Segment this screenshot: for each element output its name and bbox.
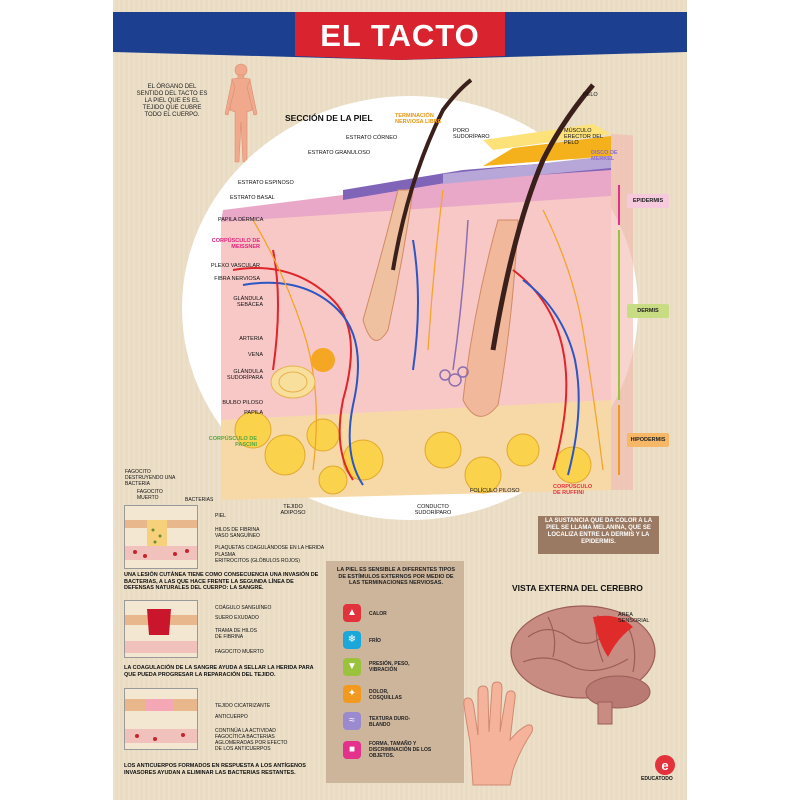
stimuli-intro: LA PIEL ES SENSIBLE A DIFERENTES TIPOS D…	[336, 567, 456, 586]
label-papila: PAPILA	[244, 410, 263, 416]
label-trama: TRAMA DE HILOS DE FIBRINA	[215, 628, 257, 640]
label-anticuerpo: ANTICUERPO	[215, 714, 248, 720]
snowflake-icon: ❄	[343, 631, 361, 649]
section-title: SECCIÓN DE LA PIEL	[285, 113, 373, 123]
label-plasma: PLASMA	[215, 552, 236, 558]
label-tejido-adiposo: TEJIDO ADIPOSO	[280, 504, 306, 516]
wound-text-3: LOS ANTICUERPOS FORMADOS EN RESPUESTA A …	[124, 763, 306, 776]
shapes-icon: ■	[343, 741, 361, 759]
label-disco: DISCO DE MERKEL	[591, 150, 618, 162]
label-estrato-corneo: ESTRATO CÓRNEO	[346, 135, 398, 141]
layer-hipodermis: HIPODERMIS	[627, 433, 669, 447]
label-coagulo: COÁGULO SANGUÍNEO	[215, 605, 272, 611]
label-estrato-espinoso: ESTRATO ESPINOSO	[238, 180, 294, 186]
poster: EL TACTO EL ÓRGANO DEL SENTIDO DEL TACTO…	[113, 0, 687, 800]
label-pelo: PELO	[583, 92, 598, 98]
label-fagocito-muerto-2: FAGOCITO MUERTO	[215, 649, 264, 655]
label-meissner: CORPÚSCULO DE MEISSNER	[211, 238, 260, 250]
wound-text-1: UNA LESIÓN CUTÁNEA TIENE COMO CONSECUENC…	[124, 572, 319, 591]
label-glandula-sebacea: GLÁNDULA SEBÁCEA	[233, 296, 263, 308]
label-terminacion: TERMINACIÓN NERVIOSA LIBRE	[395, 113, 442, 125]
title-banner	[113, 12, 687, 60]
wound-step-1	[124, 505, 198, 569]
wave-icon: ≈	[343, 712, 361, 730]
label-plaquetas: PLAQUETAS COAGULÁNDOSE EN LA HERIDA	[215, 545, 325, 551]
layer-dermis: DERMIS	[627, 304, 669, 318]
stimulus-frio: FRÍO	[369, 638, 381, 644]
label-fibra: FIBRA NERVIOSA	[214, 276, 260, 282]
label-suero: SUERO EXUDADO	[215, 615, 259, 621]
brand-logo: e	[655, 755, 675, 775]
layer-epidermis: EPIDERMIS	[627, 194, 669, 208]
stimulus-presion: PRESIÓN, PESO, VIBRACIÓN	[369, 661, 410, 673]
label-bacterias: BACTERIAS	[185, 497, 214, 503]
label-arteria: ARTERIA	[239, 336, 263, 342]
label-vaso: VASO SANGUÍNEO	[215, 533, 260, 539]
label-poro: PORO SUDORÍPARO	[453, 128, 490, 140]
flame-icon: ▲	[343, 604, 361, 622]
label-plexo: PLEXO VASCULAR	[210, 263, 260, 269]
label-glandula-sudoripara: GLÁNDULA SUDORÍPARA	[227, 369, 263, 381]
hand-illustration	[463, 681, 533, 786]
label-musculo: MÚSCULO ERECTOR DEL PELO	[564, 128, 603, 146]
label-papila-dermica: PAPILA DÉRMICA	[218, 217, 264, 223]
pressure-icon: ▼	[343, 658, 361, 676]
label-fagocito: FAGOCITO DESTRUYENDO UNA BACTERIA	[125, 469, 176, 487]
stimulus-dolor: DOLOR, COSQUILLAS	[369, 689, 402, 701]
feather-icon: ✦	[343, 685, 361, 703]
label-pascini: CORPÚSCULO DE PASCINI	[208, 436, 257, 448]
label-eritrocitos: ERITROCITOS (GLÓBULOS ROJOS)	[215, 558, 300, 564]
brand-name: EDUCATODO	[641, 776, 673, 782]
intro-text: EL ÓRGANO DEL SENTIDO DEL TACTO ES LA PI…	[136, 84, 208, 118]
label-conducto: CONDUCTO SUDORÍPARO	[414, 504, 452, 516]
page-title: EL TACTO	[320, 18, 480, 53]
brain-title: VISTA EXTERNA DEL CEREBRO	[512, 583, 643, 593]
label-ruffini: CORPÚSCULO DE RUFFINI	[553, 484, 593, 496]
wound-step-3	[124, 688, 198, 750]
wound-text-2: LA COAGULACIÓN DE LA SANGRE AYUDA A SELL…	[124, 665, 314, 678]
label-bulbo: BULBO PILOSO	[222, 400, 263, 406]
wound-step-2	[124, 600, 198, 658]
skin-section-diagram	[221, 78, 633, 500]
stimulus-forma: FORMA, TAMAÑO Y DISCRIMINACIÓN DE LOS OB…	[369, 741, 432, 759]
human-body-illustration	[224, 63, 258, 163]
svg-text:e: e	[661, 758, 668, 773]
layer-brackets	[618, 185, 620, 475]
stimulus-textura: TEXTURA DURO-BLANDO	[369, 716, 411, 728]
label-tejido-cicatrizante: TEJIDO CICATRIZANTE	[215, 703, 271, 709]
label-estrato-basal: ESTRATO BASAL	[230, 195, 275, 201]
label-fagocito-muerto: FAGOCITO MUERTO	[137, 489, 163, 501]
stimuli-panel: LA PIEL ES SENSIBLE A DIFERENTES TIPOS D…	[326, 561, 464, 783]
label-continua: CONTINÚA LA ACTIVIDAD FAGOCÍTICA BACTERI…	[215, 728, 288, 752]
label-estrato-granuloso: ESTRATO GRANULOSO	[308, 150, 371, 156]
melanina-note: LA SUSTANCIA QUE DA COLOR A LA PIEL SE L…	[538, 516, 659, 554]
label-vena: VENA	[248, 352, 263, 358]
brain-illustration	[510, 605, 656, 725]
label-foliculo: FOLÍCULO PILOSO	[470, 488, 520, 494]
stimulus-calor: CALOR	[369, 611, 387, 617]
label-hilos: HILOS DE FIBRINA	[215, 527, 260, 533]
label-piel: PIEL	[215, 513, 226, 519]
label-area-sensorial: ÁREA SENSORIAL	[618, 612, 650, 624]
